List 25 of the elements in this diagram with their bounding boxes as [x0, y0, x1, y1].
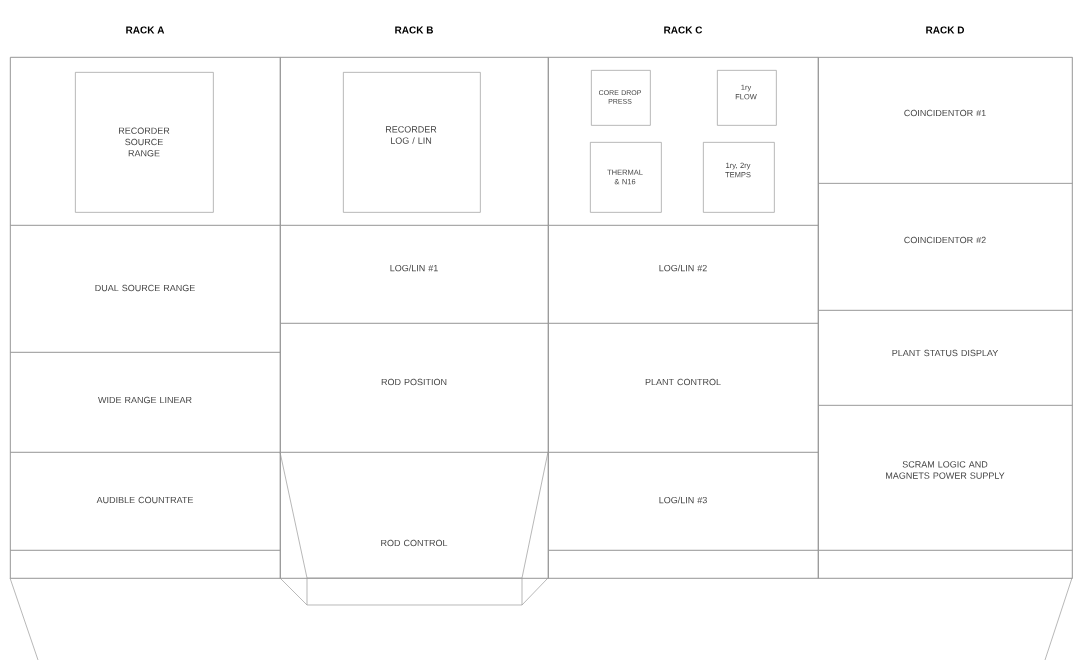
- panel-cell: LOG/LIN #3: [548, 452, 819, 551]
- panel-cell: [548, 550, 819, 579]
- panel-cell: DUAL SOURCE RANGE: [10, 225, 281, 353]
- panel-cell: [10, 550, 281, 579]
- panel-cell: AUDIBLE COUNTRATE: [10, 452, 281, 551]
- panel-cell: [548, 57, 819, 226]
- panel-cell: PLANT STATUS DISPLAY: [818, 310, 1073, 406]
- panel-cell: WIDE RANGE LINEAR: [10, 352, 281, 453]
- instrument-box: RECORDER LOG / LIN: [343, 72, 481, 213]
- panel-cell: COINCIDENTOR #2: [818, 183, 1073, 311]
- panel-cell: COINCIDENTOR #1: [818, 57, 1073, 184]
- panel-cell: [818, 550, 1073, 579]
- node-label: RACK A: [126, 26, 165, 34]
- panel-cell: LOG/LIN #2: [548, 225, 819, 324]
- panel-cell: [280, 57, 549, 226]
- instrument-box: RECORDER SOURCE RANGE: [75, 72, 214, 213]
- panel-cell: [10, 57, 281, 226]
- node-label: RACK D: [926, 26, 965, 34]
- node-label: RACK C: [664, 26, 703, 34]
- panel-cell: ROD CONTROL: [280, 452, 549, 579]
- panel-cell: ROD POSITION: [280, 323, 549, 453]
- panel-cell: LOG/LIN #1: [280, 225, 549, 324]
- panel-cell: SCRAM LOGIC AND MAGNETS POWER SUPPLY: [818, 405, 1073, 551]
- node-label: RACK B: [395, 26, 433, 34]
- panel-cell: PLANT CONTROL: [548, 323, 819, 453]
